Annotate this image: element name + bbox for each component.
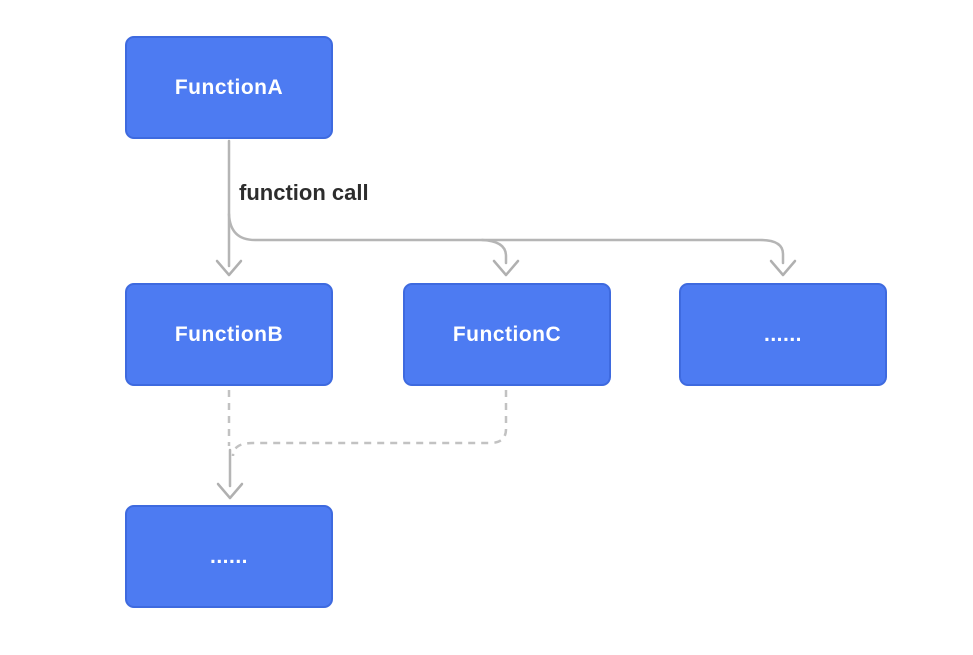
node-others-mid: ...... — [679, 283, 887, 386]
arrow-merge-to-bottom-head — [216, 482, 244, 500]
node-function-c: FunctionC — [403, 283, 611, 386]
node-function-b: FunctionB — [125, 283, 333, 386]
node-others-mid-label: ...... — [763, 322, 802, 346]
arrow-branch-functionc-line — [480, 238, 508, 265]
node-function-a: FunctionA — [125, 36, 333, 139]
edge-label-function-call: function call — [239, 180, 369, 205]
node-function-b-label: FunctionB — [174, 322, 284, 346]
node-others-bottom: ...... — [125, 505, 333, 608]
arrow-a-to-others-head — [769, 259, 797, 277]
node-function-c-label: FunctionC — [452, 322, 562, 346]
dashed-c-to-merge — [231, 390, 508, 457]
node-others-bottom-label: ...... — [209, 544, 248, 568]
node-function-a-label: FunctionA — [174, 75, 284, 99]
arrow-a-to-b-head — [215, 259, 243, 277]
arrow-branch-functionc-head — [492, 259, 520, 277]
arrow-a-to-others-line — [227, 212, 785, 265]
